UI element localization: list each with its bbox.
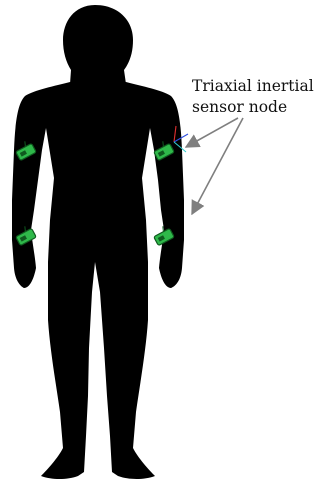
body-shape xyxy=(12,82,184,479)
head-shape xyxy=(63,5,133,84)
annotation-label: Triaxial inertial sensor node xyxy=(192,77,319,116)
callout-arrow-lower xyxy=(192,118,243,214)
annotation-line-1: Triaxial inertial xyxy=(192,77,314,95)
callout-arrows xyxy=(186,118,243,214)
annotation-line-2: sensor node xyxy=(192,98,287,116)
